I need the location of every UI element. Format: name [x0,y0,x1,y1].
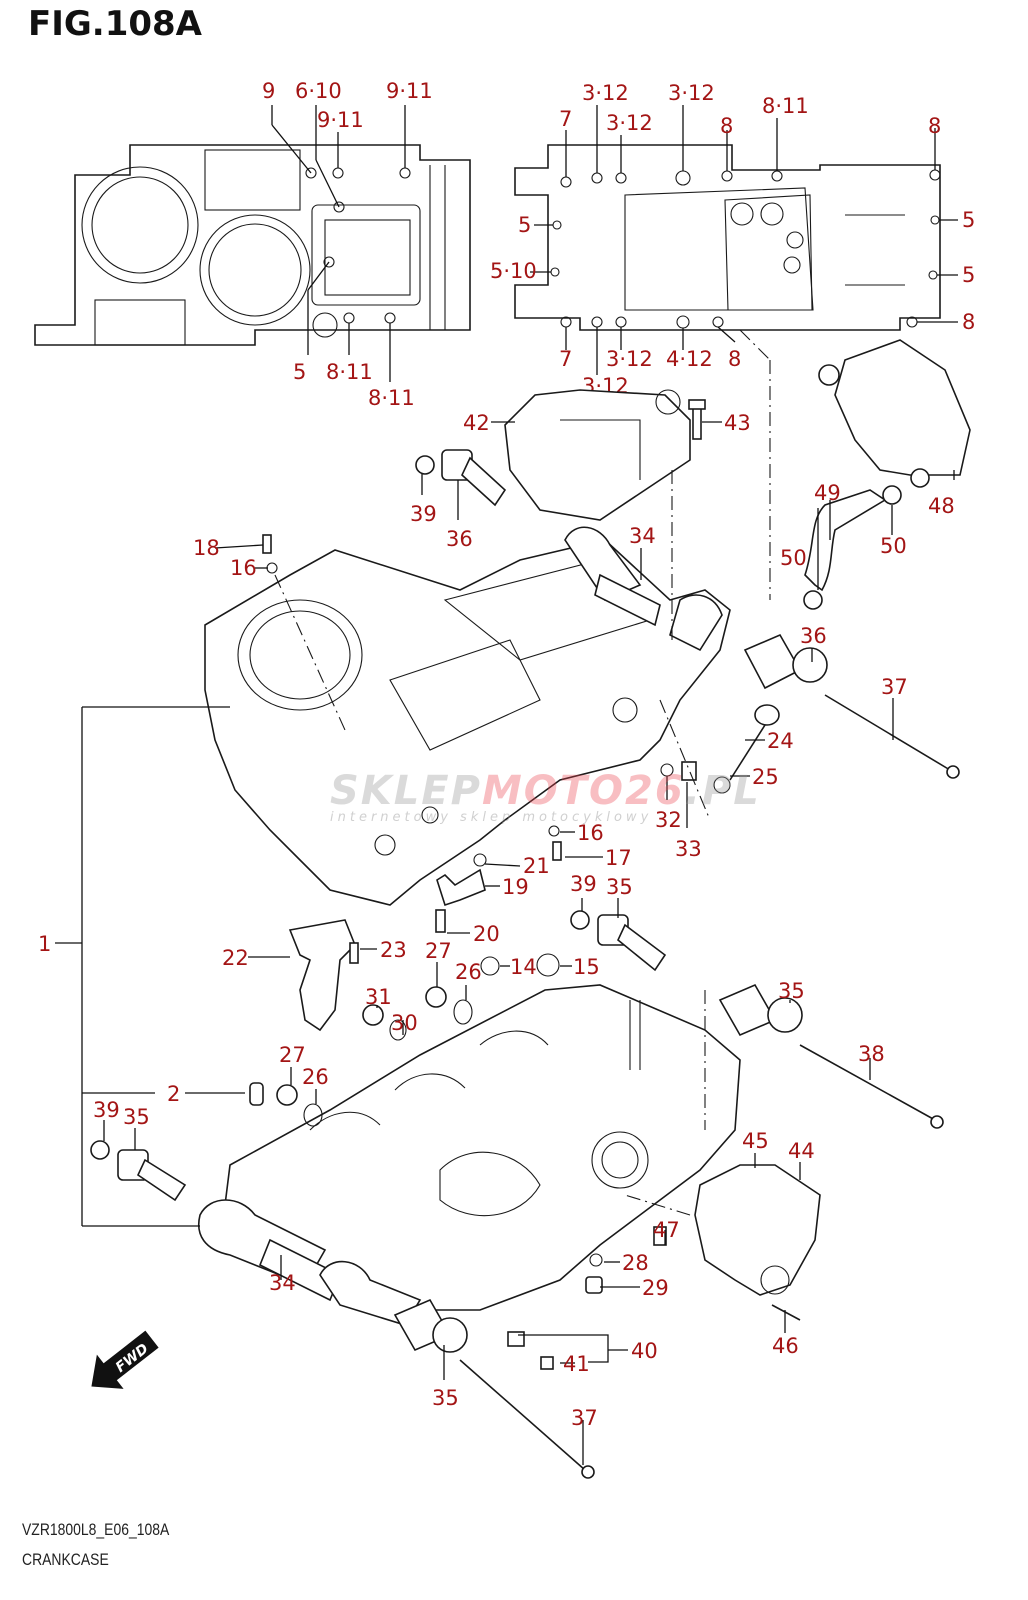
callout-label: 9 [262,79,275,103]
callout-label: 37 [881,675,908,699]
callout-label: 7 [559,347,572,371]
callout-label: 8 [962,310,975,334]
callout-label: 37 [571,1406,598,1430]
callout-label: 25 [752,765,779,789]
callout-label: 6·10 [295,79,342,103]
hose-clamp [882,485,902,505]
bolt [688,399,706,440]
callout-label: 39 [570,872,597,896]
callout-label: 16 [577,821,604,845]
callout-label: 35 [778,979,805,1003]
callout-label: 8·11 [762,94,809,118]
callout-label: 34 [629,524,656,548]
figure-title: FIG.108A [28,4,202,44]
oil-pipe-plug [90,449,828,1353]
forward-arrow-icon: FWD [91,1330,159,1389]
callout-label: 39 [410,502,437,526]
callout-label: 5 [962,263,975,287]
callout-label: 35 [123,1105,150,1129]
callout-label: 5·10 [490,259,537,283]
upper-case-top-view [34,144,471,346]
callout-label: 42 [463,411,490,435]
callout-label: 3·12 [668,81,715,105]
callout-label: 47 [653,1218,680,1242]
callout-label: 2 [167,1082,180,1106]
lower-crankcase [198,984,741,1326]
diagram-code: VZR1800L8_E06_108A [22,1520,170,1539]
hose-clamp [803,590,823,610]
callout-label: 8·11 [326,360,373,384]
callout-label: 16 [230,556,257,580]
lower-case-bottom-view [514,144,941,331]
callout-label: 45 [742,1129,769,1153]
callout-label: 18 [193,536,220,560]
callout-label: 40 [631,1339,658,1363]
callout-label: 3·12 [606,111,653,135]
callout-label: 5 [293,360,306,384]
group-brackets [55,329,771,1363]
breather-cover [504,389,691,640]
oil-dipstick [713,704,780,794]
breather-hose [804,489,887,592]
callout-label: 28 [622,1251,649,1275]
callout-label: 26 [302,1065,329,1089]
callout-label: 29 [642,1276,669,1300]
callout-label: 3·12 [582,81,629,105]
callout-label: 35 [432,1386,459,1410]
callout-label: 36 [800,624,827,648]
callout-label: 41 [563,1352,590,1376]
callout-label: 1 [38,932,51,956]
callout-label: 26 [455,960,482,984]
callout-label: 3·12 [606,347,653,371]
callout-label: 35 [606,875,633,899]
callout-label: 38 [858,1042,885,1066]
callout-label: 8 [728,347,741,371]
callout-label: 17 [605,846,632,870]
callout-label: 50 [780,546,807,570]
callout-label: 19 [502,875,529,899]
callout-label: 33 [675,837,702,861]
diagram-name: CRANKCASE [22,1550,109,1569]
callout-label: 27 [279,1043,306,1067]
callout-label: 36 [446,527,473,551]
callout-label: 14 [510,955,537,979]
water-pump-cover [694,1164,821,1321]
callout-label: 4·12 [666,347,713,371]
breather-box [818,339,971,488]
upper-crankcase [204,526,731,906]
callout-label: 22 [222,946,249,970]
callout-label: 23 [380,938,407,962]
callout-label: 32 [655,808,682,832]
callout-label: 43 [724,411,751,435]
callout-label: 5 [518,213,531,237]
callout-label: 50 [880,534,907,558]
callout-label: 49 [814,481,841,505]
callout-label: 44 [788,1139,815,1163]
callout-label: 46 [772,1334,799,1358]
callout-label: 15 [573,955,600,979]
top-left-callouts: 9 6·10 9·11 9·11 5 8·11 8·11 [262,79,433,410]
callout-label: 24 [767,729,794,753]
callout-label: 34 [269,1271,296,1295]
callout-label: 39 [93,1098,120,1122]
callout-label: 8 [928,114,941,138]
callout-label: 21 [523,854,550,878]
callout-label: 48 [928,494,955,518]
main-callouts: 1 2 14 15 16 16 17 18 19 20 21 22 23 24 … [38,411,955,1430]
callout-label: 30 [391,1011,418,1035]
callout-label: 9·11 [317,108,364,132]
long-bolts [459,694,960,1479]
callout-label: 9·11 [386,79,433,103]
callout-label: 27 [425,939,452,963]
callout-label: 8·11 [368,386,415,410]
callout-label: 5 [962,208,975,232]
main-leaders [103,421,955,1465]
small-parts [249,534,697,1370]
callout-label: 7 [559,107,572,131]
callout-label: 8 [720,114,733,138]
callout-label: 31 [365,985,392,1009]
callout-label: 20 [473,922,500,946]
